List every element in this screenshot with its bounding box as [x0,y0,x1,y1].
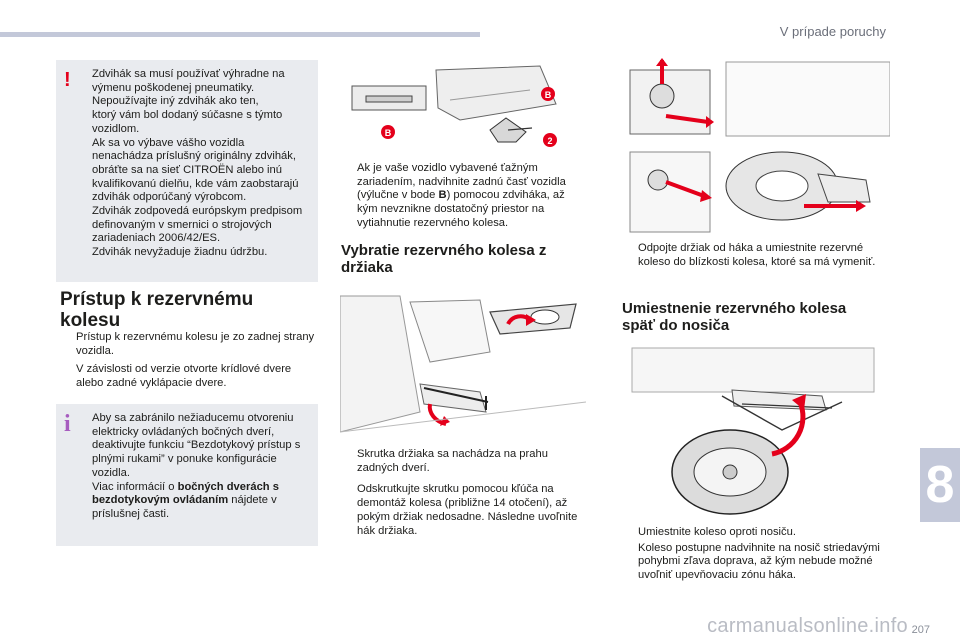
info-box: i Aby sa zabránilo nežiaducemu otvoreniu… [56,404,318,546]
info-icon: i [64,411,71,437]
list-item: Prístup k rezervnému kolesu je zo zadnej… [76,331,315,357]
hook-detach-figure [622,56,891,234]
list-item: Odskrutkujte skrutku pomocou kľúča na de… [357,483,578,537]
warning-line: zdvihák odporúčaný výrobcom. [92,191,247,204]
warning-line: nenachádza príslušný originálny zdvihák, [92,150,296,163]
warning-line: Ak sa vo výbave vášho vozidla [92,136,245,149]
watermark: carmanualsonline.info [707,615,908,637]
warning-line: vozidlom. [92,122,140,135]
jack-figure: B B 2 [340,60,562,152]
list-item: Koleso postupne nadvihnite na nosič stri… [638,541,880,582]
access-heading: Prístup k rezervnému kolesu [60,289,254,331]
point-b-label: B [545,90,552,100]
access-list: Prístup k rezervnému kolesu je zo zadnej… [60,331,318,396]
tow-list: Ak je vaše vozidlo vybavené ťažným zaria… [341,162,581,236]
warning-line: zariadeniach 2006/42/ES. [92,232,221,245]
warning-line: ktorý vám bol dodaný súčasne s týmto [92,109,283,122]
warning-line: definovaným v smernici o strojových [92,218,272,231]
remove-list: Skrutka držiaka sa nachádza na prahu zad… [341,448,581,543]
warning-line: výmenu poškodenej pneumatiky. [92,81,255,94]
list-item: V závislosti od verzie otvorte krídlové … [76,363,292,390]
warning-icon: ! [64,69,71,91]
list-item: Umiestnite koleso oproti nosiču. [638,526,796,538]
point-b-label: B [385,128,392,138]
detach-list: Odpojte držiak od háka a umiestnite reze… [622,242,884,274]
chapter-tab: 8 [920,448,960,522]
list-item: Odpojte držiak od háka a umiestnite reze… [638,242,876,268]
step-two-label: 2 [547,136,552,146]
trunk-wrench-figure [339,292,587,440]
list-item: Skrutka držiaka sa nachádza na prahu zad… [357,448,548,474]
warning-line: Zdvihák nevyžaduje žiadnu údržbu. [92,246,268,259]
refit-heading: Umiestnenie rezervného kolesa späť do no… [622,300,847,334]
page-number: 207 [911,624,930,636]
list-item: Ak je vaše vozidlo vybavené ťažným zaria… [357,162,566,229]
top-accent-bar [0,32,480,37]
remove-heading: Vybratie rezervného kolesa z držiaka [341,242,547,276]
warning-line: Zdvihák sa musí používať výhradne na [92,68,285,80]
warning-line: Nepoužívajte iný zdvihák ako ten, [92,95,259,108]
warning-line: obráťte sa na sieť CITROËN alebo inú [92,163,282,176]
warning-line: Zdvihák zodpovedá európskym predpisom [92,205,303,218]
wheel-refit-figure [622,344,884,520]
refit-list: Umiestnite koleso oproti nosiču. Koleso … [622,526,884,588]
section-title: V prípade poruchy [779,24,886,39]
warning-line: kvalifikovanú dielňu, kde vám zaobstaraj… [92,177,299,190]
info-text: Aby sa zabránilo nežiaducemu otvoreniu e… [92,412,301,520]
